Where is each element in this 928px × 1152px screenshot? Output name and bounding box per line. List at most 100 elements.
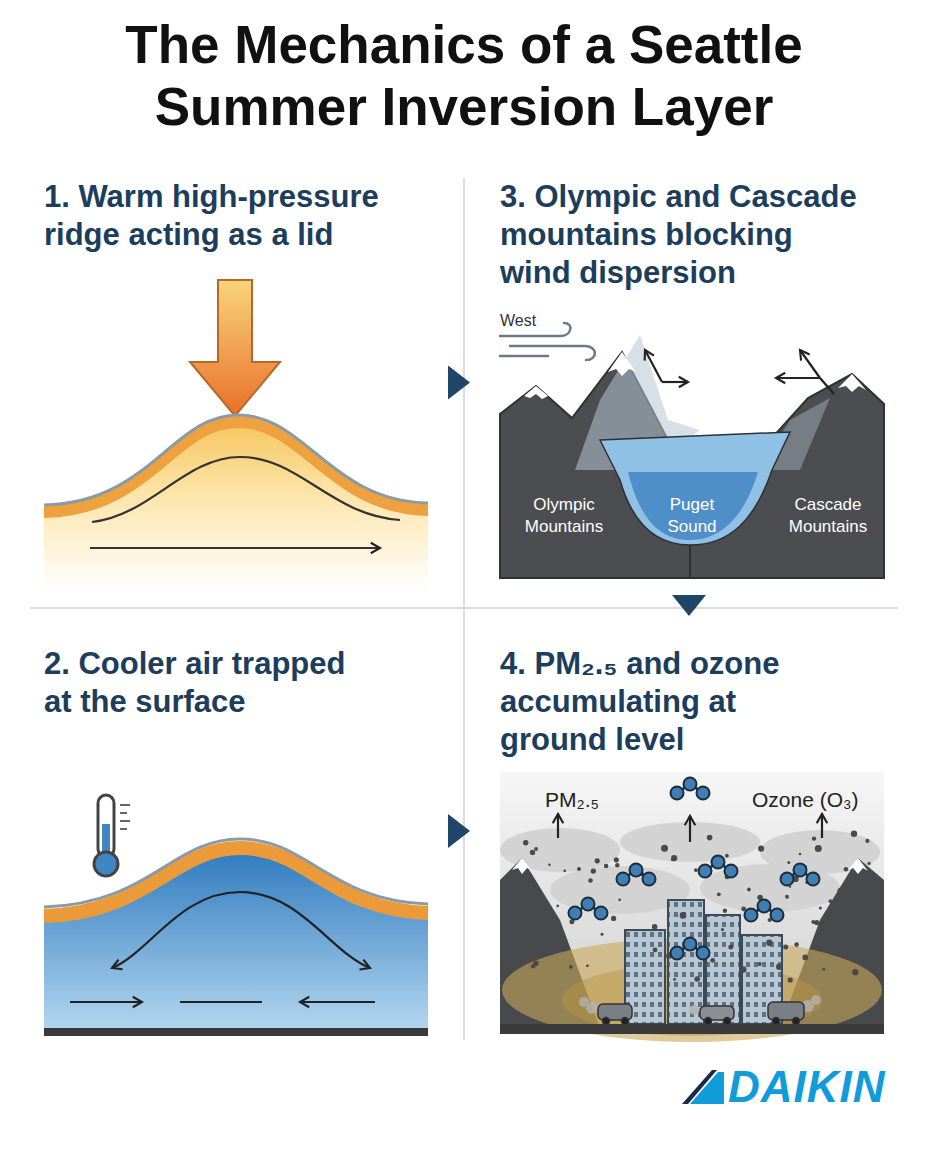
particulate-dot [740,966,747,973]
particulate-dot [588,878,593,883]
panel: 4. PM₂.₅ and ozone accumulating at groun… [470,616,908,1046]
snow-cap [524,386,548,399]
pollution-scene [500,772,884,1042]
particulate-dot [785,895,789,899]
particulate-dot [848,946,853,951]
particulate-dot [788,977,793,982]
particulate-dot [661,845,668,852]
particulate-dot [787,861,790,864]
particulate-dot [531,964,536,969]
particulate-dot [721,928,724,931]
panel-heading: 4. PM₂.₅ and ozone accumulating at groun… [500,645,820,759]
panel-divider [30,607,898,609]
circulation-arrow [300,1001,375,1003]
flow-arrow [448,814,470,848]
thermometer-ticks [120,812,127,814]
ozone-atom [595,907,608,920]
thermometer-ticks [120,820,130,822]
particulate-dot [766,940,772,946]
thermometer-ticks [120,804,130,806]
particulate-dot [611,916,616,921]
car [603,1018,610,1025]
snow-cap [838,374,866,392]
particulate-dot [535,922,540,927]
warm-air-mass [44,422,428,590]
particulate-dot [543,921,546,924]
particulate-dot [831,937,838,944]
circulation-arrow [70,1001,142,1003]
particulate-dot [837,888,842,893]
particulate-dot [595,858,600,863]
particulate-dot [844,867,849,872]
air-flow-arrow [90,547,380,549]
particulate-dot [851,831,857,837]
particulate-dot [794,942,799,947]
thermometer-bulb [94,852,118,876]
particulate-dot [776,964,782,970]
haze-cloud [700,864,840,912]
pollutant-label: PM₂.₅ [545,786,655,813]
ozone-atom [671,947,684,960]
particulate-dot [864,877,867,880]
particulate-dot [615,863,619,867]
exhaust-puff [579,997,589,1007]
wind-lines [510,346,595,360]
logo-mark [682,1070,724,1104]
panel-heading: 3. Olympic and Cascade mountains blockin… [500,178,864,292]
ozone-atom [781,873,794,886]
particulate-dot [728,945,733,950]
rising-arrow [821,814,823,838]
rising-arrow [689,816,691,842]
particulate-dot [614,857,619,862]
particulate-dot [822,968,825,971]
ozone-atom [630,864,643,877]
particulate-dot [694,976,700,982]
particulate-dot [591,868,596,873]
particulate-dot [618,898,621,901]
mountain-label: Olympic Mountains [519,494,609,538]
ozone-atom [643,873,656,886]
particulate-dot [829,899,833,903]
particulate-dot [671,858,674,861]
thermometer-ticks [120,805,130,829]
particulate-dot [723,909,727,913]
ozone-atom [758,900,771,913]
rising-arrow [557,814,559,838]
air-flow-line [92,457,400,522]
particulate-dot [530,850,535,855]
car [768,1002,804,1020]
particulate-dot [863,930,868,935]
particulate-dot [710,958,715,963]
logo-mark [682,1070,717,1104]
particulate-dot [725,854,729,858]
particulate-dot [526,881,529,884]
particulate-dot [680,912,687,919]
deflection-arrow [800,350,820,378]
thermometer-ticks [120,828,127,830]
mountain-basin [500,323,884,578]
panel-divider [463,178,465,1040]
particulate-dot [534,847,538,851]
particulate-dot [556,905,559,908]
particulate-dot [815,845,822,852]
particulate-dot [586,964,589,967]
particulate-dot [852,969,858,975]
puget-sound-deep [628,472,758,540]
car [773,1018,780,1025]
particulate-dot [819,907,822,910]
ozone-atom [684,778,697,791]
ozone-atom [569,907,582,920]
particulate-dot [758,846,764,852]
particulate-dot [802,955,808,961]
ozone-atom [697,787,710,800]
city-building [668,900,704,1024]
high-pressure-ridge [44,280,428,590]
deflection-arrow [645,350,834,394]
circulation-line [180,1001,262,1003]
snow-cap [608,352,636,376]
lid-band [44,422,428,512]
particulate-dot [624,929,627,932]
panel-heading: 2. Cooler air trapped at the surface [44,645,364,721]
